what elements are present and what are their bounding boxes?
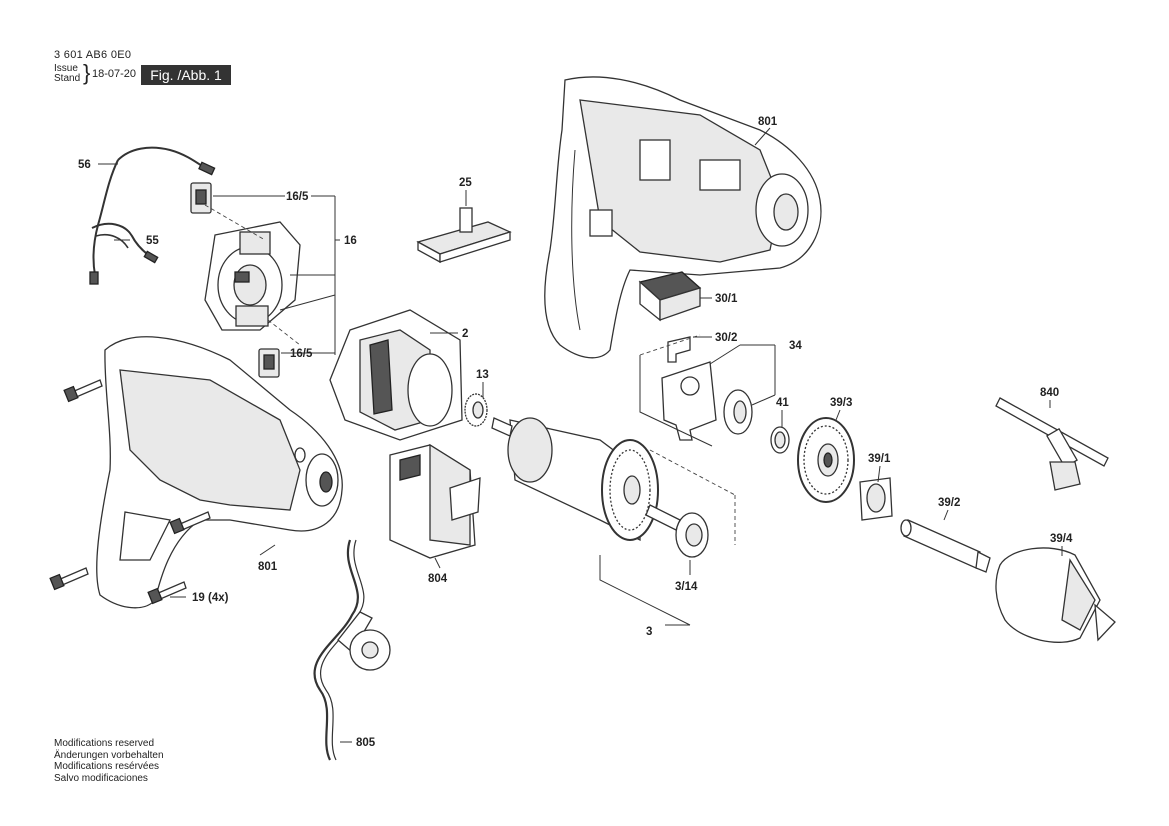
issue-label: Issue [54, 63, 78, 74]
modifications-en: Modifications reserved [54, 738, 155, 749]
issue-stand-labels: Issue Stand [54, 64, 80, 84]
label-55: 55 [146, 235, 159, 247]
screws-19 [49, 379, 211, 605]
label-39-2: 39/2 [938, 497, 960, 509]
label-13: 13 [476, 369, 489, 381]
figure-label: Fig. /Abb. 1 [141, 65, 231, 85]
modifications-notice: Modifications reserved Änderungen vorbeh… [54, 738, 164, 784]
stand-label: Stand [54, 73, 81, 84]
modifications-de: Änderungen vorbehalten [54, 749, 164, 761]
label-804: 804 [428, 573, 448, 585]
bearing-39-1 [859, 477, 893, 521]
label-39-1: 39/1 [868, 453, 891, 465]
label-3: 3 [646, 626, 652, 638]
gear-39-3 [797, 417, 855, 503]
carbon-brush-top [190, 182, 212, 214]
label-41: 41 [776, 397, 789, 409]
document-number: 3 601 AB6 0E0 [54, 49, 132, 61]
spring-41 [770, 426, 790, 454]
plate-34 [639, 334, 717, 447]
electronics-804 [389, 443, 481, 559]
label-16: 16 [344, 235, 357, 247]
label-3-14: 3/14 [675, 581, 698, 593]
label-2: 2 [462, 328, 468, 340]
cable-55 [91, 222, 159, 264]
leader-lines [98, 127, 1063, 743]
label-25: 25 [459, 177, 472, 189]
bearing-3-14 [675, 512, 709, 558]
chuck-key-840 [995, 397, 1109, 491]
switch-part-25 [416, 207, 512, 264]
carbon-brush-bottom [258, 348, 280, 378]
label-34: 34 [789, 340, 802, 352]
brush-holder [204, 204, 301, 346]
field-stator-2 [329, 309, 463, 441]
brace-glyph: } [83, 60, 91, 85]
label-56: 56 [78, 159, 91, 171]
label-801-top: 801 [758, 116, 778, 128]
label-30-2: 30/2 [715, 332, 737, 344]
label-16-5-bottom: 16/5 [290, 348, 313, 360]
switch-30-1 [638, 271, 702, 322]
cord-805 [313, 539, 391, 761]
cable-56 [89, 146, 216, 285]
label-39-3: 39/3 [830, 397, 852, 409]
housing-half-left [96, 336, 343, 609]
issue-date: 18-07-20 [92, 68, 137, 80]
armature-3 [491, 417, 736, 626]
label-801-bottom: 801 [258, 561, 278, 573]
clip-30-2 [667, 336, 691, 363]
label-19-4x: 19 (4x) [192, 592, 229, 604]
clutch-ring-34 [723, 389, 753, 435]
housing-half-right [544, 76, 822, 359]
label-30-1: 30/1 [715, 293, 738, 305]
label-840: 840 [1040, 387, 1059, 399]
pinion-13 [464, 393, 488, 427]
label-16-5-top: 16/5 [286, 191, 309, 203]
label-805: 805 [356, 737, 376, 749]
label-39-4: 39/4 [1050, 533, 1073, 545]
chuck-39-4 [995, 547, 1116, 643]
spindle-39-2 [900, 519, 991, 573]
modifications-fr: Modifications resérvées [54, 761, 160, 772]
part-labels: 56 55 16/5 16 16/5 25 801 30/1 30/2 34 2… [78, 116, 1073, 749]
modifications-es: Salvo modificaciones [54, 772, 148, 784]
